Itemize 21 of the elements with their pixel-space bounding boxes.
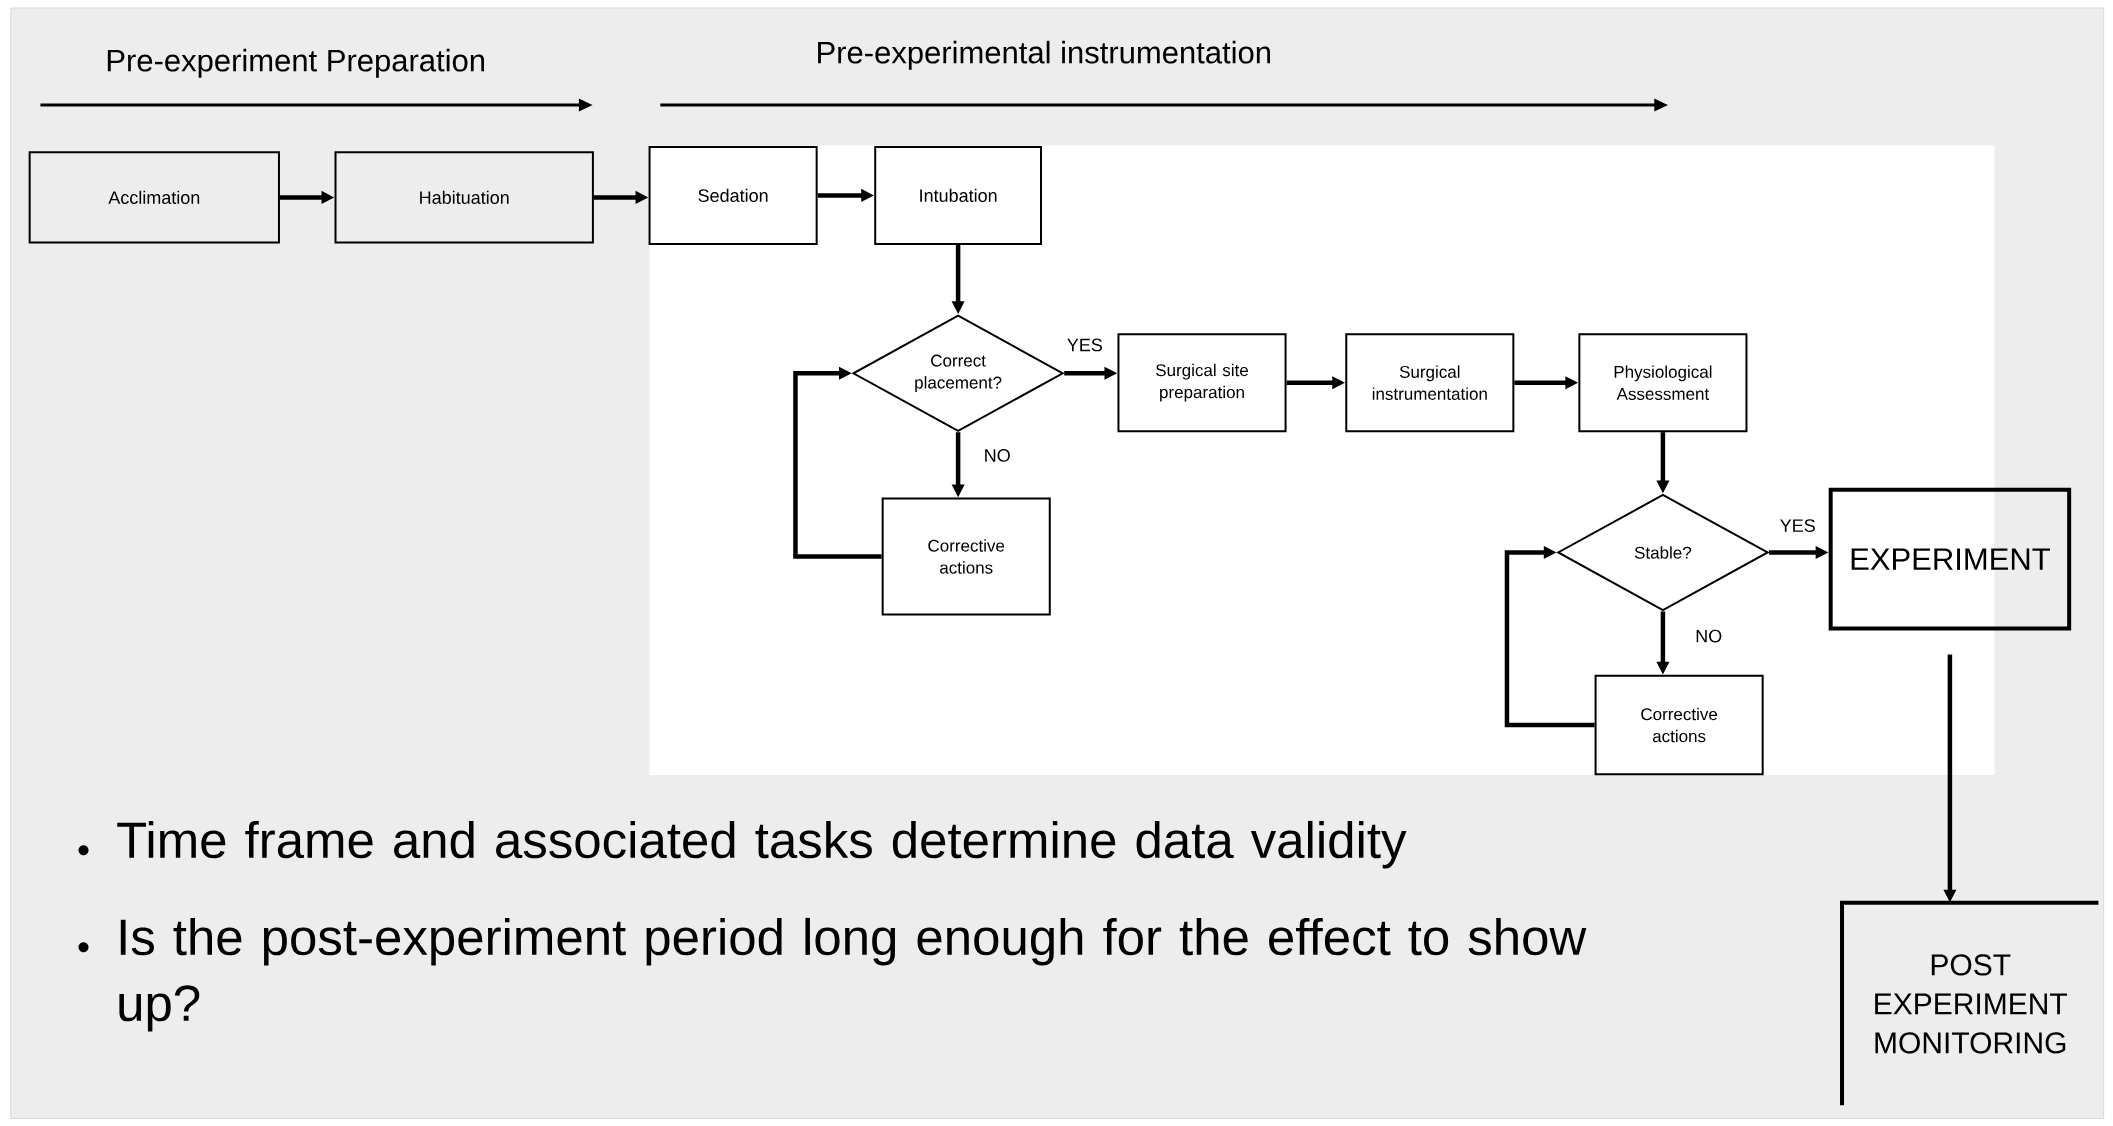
- arrow: [1504, 545, 1595, 728]
- process-box: Habituation: [334, 151, 594, 244]
- edge-label: YES: [1067, 338, 1102, 352]
- bullet-text: Time frame and associated tasks determine data validity: [117, 820, 1407, 869]
- process-box: Corrective actions: [881, 497, 1051, 616]
- process-box: Intubation: [874, 145, 1042, 245]
- process-box: Sedation: [648, 145, 818, 245]
- phase-heading: Pre-experiment Preparation: [107, 48, 484, 78]
- arrow: [793, 366, 882, 559]
- process-box: Surgical instrumentation: [1345, 333, 1515, 433]
- process-box: Physiological Assessment: [1578, 333, 1748, 433]
- process-box: Corrective actions: [1594, 674, 1764, 776]
- edge-label: NO: [985, 449, 1010, 462]
- process-box: Acclimation: [28, 151, 280, 244]
- edge-label: YES: [1780, 519, 1815, 532]
- bullet-text: Is the post-experiment period long enough for the effect to show up?: [119, 917, 1587, 1032]
- experiment-box: EXPERIMENT: [1828, 487, 2072, 631]
- process-box: Surgical site preparation: [1117, 333, 1287, 433]
- monitoring-box: POST EXPERIMENT MONITORING: [1840, 900, 2099, 1106]
- phase-heading: Pre-experimental instrumentation: [818, 40, 1270, 70]
- edge-label: NO: [1696, 629, 1722, 643]
